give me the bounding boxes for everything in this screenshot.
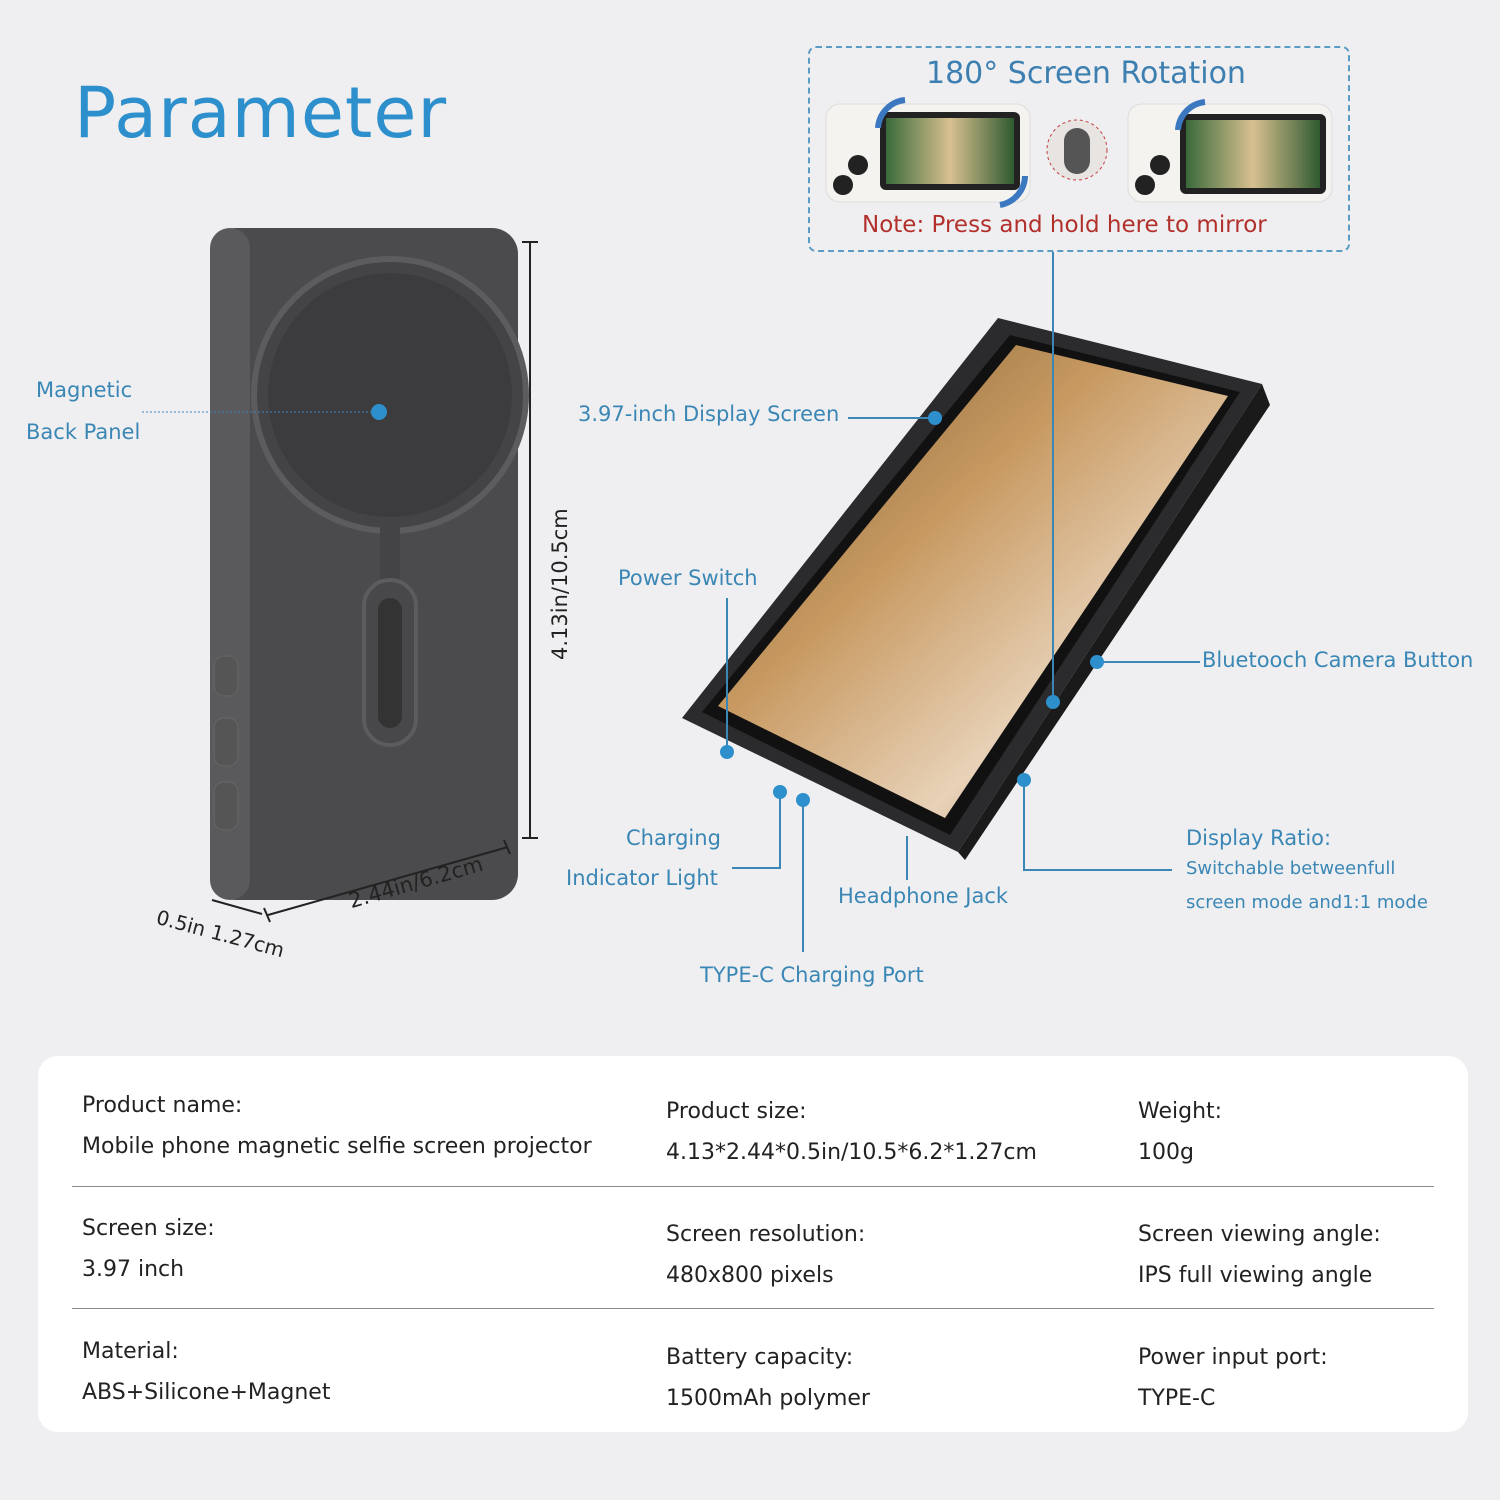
front-display-device bbox=[682, 318, 1270, 860]
headphone-label: Headphone Jack bbox=[838, 884, 1009, 908]
row-divider bbox=[72, 1308, 1434, 1309]
magnetic-label-2: Back Panel bbox=[26, 420, 141, 444]
spec-cell: Battery capacity:1500mAh polymer bbox=[666, 1345, 870, 1411]
display-ratio-title: Display Ratio: bbox=[1186, 826, 1332, 850]
rotation-title: 180° Screen Rotation bbox=[926, 56, 1246, 91]
power-switch-label: Power Switch bbox=[618, 566, 758, 590]
page-title: Parameter bbox=[74, 72, 448, 154]
product-diagram bbox=[142, 97, 1333, 952]
callout-dots bbox=[720, 411, 1104, 807]
spec-cell: Product name:Mobile phone magnetic selfi… bbox=[82, 1093, 592, 1159]
mirror-note: Note: Press and hold here to mirror bbox=[862, 212, 1267, 238]
type-c-label: TYPE-C Charging Port bbox=[700, 963, 924, 987]
spec-cell: Screen size:3.97 inch bbox=[82, 1216, 215, 1282]
row-divider bbox=[72, 1186, 1434, 1187]
callout-dot bbox=[371, 404, 387, 420]
spec-cell: Screen viewing angle:IPS full viewing an… bbox=[1138, 1222, 1381, 1288]
rotation-box bbox=[808, 46, 1350, 252]
charging-label-1: Charging bbox=[626, 826, 721, 850]
height-dimension: 4.13in/10.5cm bbox=[548, 508, 572, 660]
spec-cell: Product size:4.13*2.44*0.5in/10.5*6.2*1.… bbox=[666, 1099, 1037, 1165]
spec-table bbox=[38, 1056, 1468, 1432]
display-ratio-line2: screen mode and1:1 mode bbox=[1186, 892, 1428, 913]
spec-cell: Power input port:TYPE-C bbox=[1138, 1345, 1328, 1411]
display-screen-label: 3.97-inch Display Screen bbox=[578, 402, 840, 426]
magnetic-label-1: Magnetic bbox=[36, 378, 133, 402]
spec-cell: Screen resolution:480x800 pixels bbox=[666, 1222, 866, 1288]
leader-lines bbox=[726, 252, 1200, 952]
rotation-illustration bbox=[825, 97, 1333, 208]
bluetooth-button-label: Bluetooch Camera Button bbox=[1202, 648, 1474, 672]
spec-cell: Material:ABS+Silicone+Magnet bbox=[82, 1339, 331, 1405]
display-ratio-line1: Switchable betweenfull bbox=[1186, 858, 1396, 879]
charging-label-2: Indicator Light bbox=[566, 866, 718, 890]
dimension-lines bbox=[211, 241, 538, 923]
back-panel-device bbox=[210, 228, 529, 900]
spec-cell: Weight:100g bbox=[1138, 1099, 1223, 1165]
